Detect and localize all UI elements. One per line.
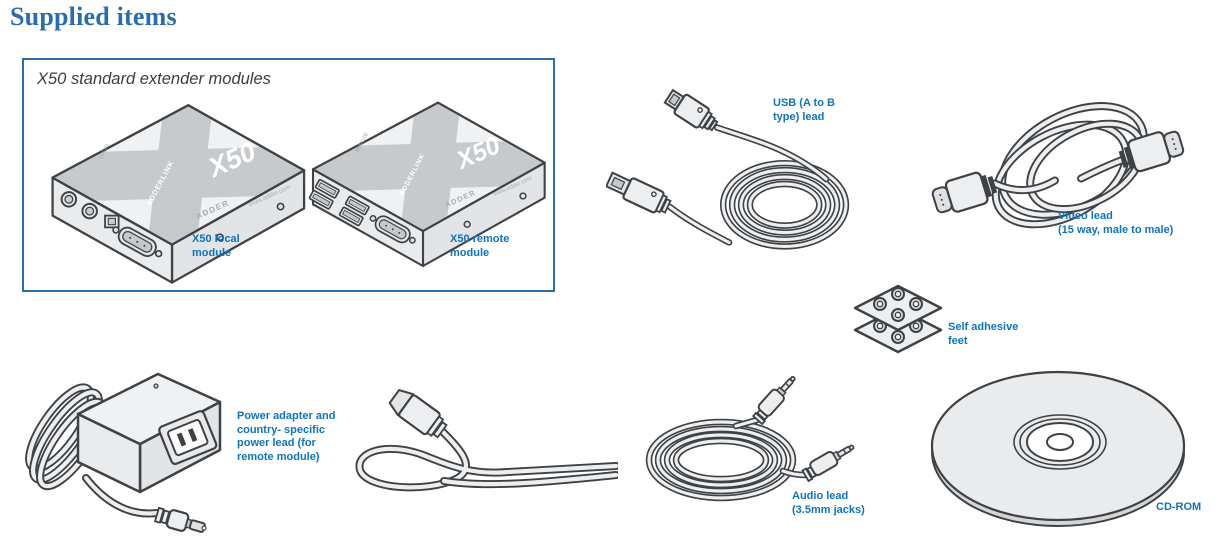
remote-module-label: X50 remote module [450, 233, 510, 259]
usb-a-connector [606, 171, 672, 214]
video-lead-label: Video lead (15 way, male to male) [1058, 210, 1174, 236]
usb-a-ports-left [308, 178, 340, 210]
x50-remote-module-illustration: X50 ADDERLINK ADDER www.adder.com REMOTE [308, 101, 546, 268]
vga-port [112, 226, 163, 258]
adapter-brick [76, 372, 222, 494]
cdrom-label: CD-ROM [1156, 501, 1202, 513]
adhesive-feet-illustration [853, 284, 943, 354]
cable-coil [719, 159, 850, 250]
vga-port [369, 214, 416, 244]
iec-inlet [158, 410, 218, 465]
x-graphic [313, 102, 545, 231]
x-graphic [52, 105, 305, 245]
ps2-port [60, 191, 98, 220]
iec-connector [388, 389, 448, 439]
cdrom-illustration [930, 370, 1186, 527]
cable-coil [645, 418, 797, 502]
power-adapter-label: Power adapter and country- specific powe… [237, 410, 336, 463]
usb-lead-label: USB (A to B type) lead [773, 97, 835, 123]
audio-jack-top [751, 376, 796, 426]
x50-local-module-illustration: X50 ADDERLINK ADDER www.adder.com LOCAL [51, 104, 306, 284]
usb-b-port [104, 214, 120, 229]
page-title: Supplied items [10, 2, 177, 31]
dc-barrel-plug [153, 506, 207, 533]
adhesive-feet-label: Self adhesive feet [948, 321, 1019, 347]
case-screws [215, 202, 285, 242]
audio-jack-right [801, 444, 855, 483]
feet-top-sheet [873, 287, 923, 322]
usb-b-connector [663, 88, 719, 132]
case-screws [463, 192, 527, 228]
power-adapter-illustration [25, 372, 222, 533]
extender-modules-box: X50 standard extender modules X50 ADDERL… [22, 58, 555, 292]
extender-box-heading: X50 standard extender modules [37, 70, 271, 88]
audio-lead-illustration [645, 376, 855, 502]
power-lead-illustration [355, 389, 618, 492]
local-module-label: X50 local module [192, 233, 240, 259]
vga-connector-left [931, 171, 998, 214]
vga-connector-right [1118, 130, 1185, 173]
audio-lead-label: Audio lead (3.5mm jacks) [792, 490, 865, 516]
usb-lead-illustration [606, 88, 850, 250]
feet-bottom-sheet [873, 319, 923, 344]
usb-a-ports-right [338, 195, 370, 227]
video-lead-illustration [931, 102, 1185, 229]
